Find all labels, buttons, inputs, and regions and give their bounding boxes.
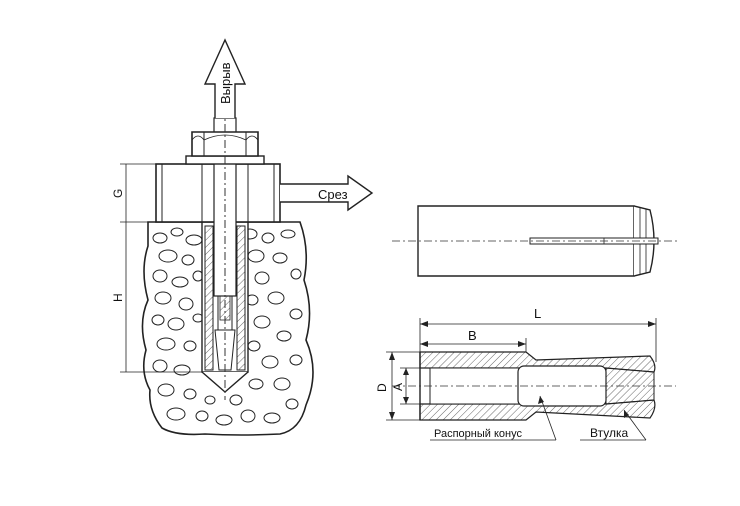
dimension-l — [419, 318, 657, 362]
shear-label: Срез — [318, 187, 348, 202]
dimension-h — [120, 222, 202, 373]
pull-out-label: Вырыв — [218, 62, 233, 104]
anchor-section-view — [392, 351, 676, 421]
dimension-a-label: A — [391, 383, 405, 391]
dimension-l-label: L — [534, 306, 541, 321]
shear-arrow-icon — [280, 174, 374, 212]
dimension-b — [420, 338, 527, 352]
callout-sleeve-label: Втулка — [590, 426, 628, 440]
dimension-d — [386, 351, 420, 421]
dimension-b-label: B — [468, 328, 477, 343]
dimension-g — [120, 163, 156, 223]
left-figure: Вырыв Срез G H — [111, 38, 374, 436]
dimension-h-label: H — [111, 293, 125, 302]
callout-cone-leader — [430, 395, 557, 441]
callout-sleeve-leader — [580, 409, 647, 441]
anchor-side-view — [392, 205, 680, 277]
pull-out-arrow-icon — [203, 38, 247, 118]
dimension-g-label: G — [111, 189, 125, 198]
dimension-a — [400, 367, 430, 405]
dimension-d-label: D — [375, 383, 389, 392]
callout-cone-label: Распорный конус — [434, 428, 522, 440]
